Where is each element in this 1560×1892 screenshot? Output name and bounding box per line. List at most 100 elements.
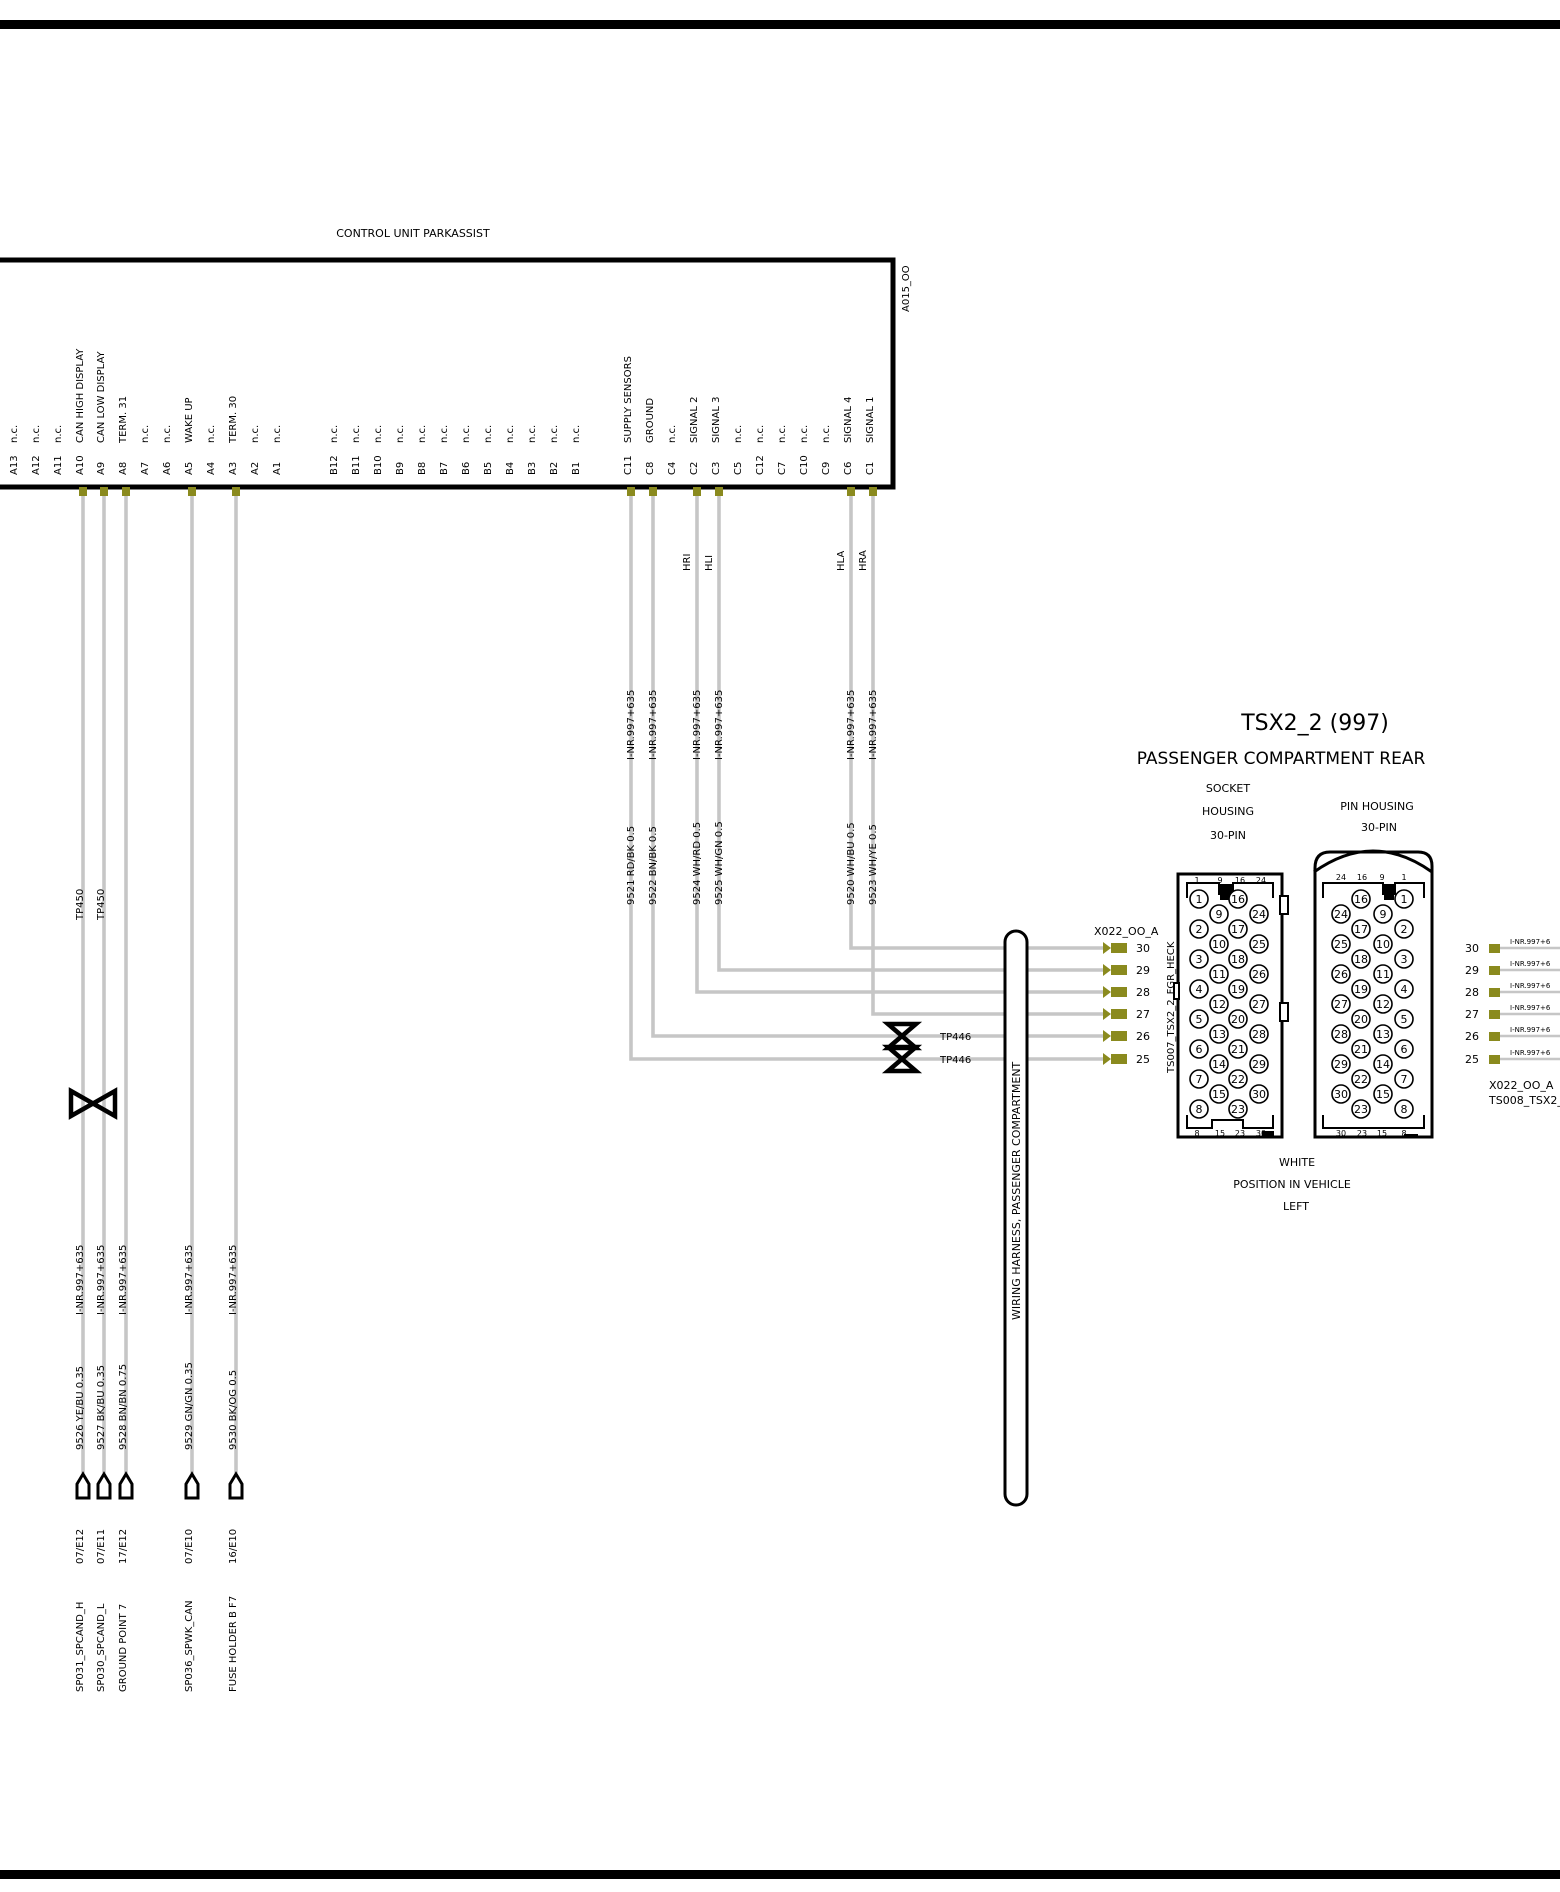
wire-spec: 9528 BN/BN 0.75: [118, 1364, 129, 1450]
wire-terminal-icon: [96, 1471, 112, 1500]
contact-circle: [1351, 1069, 1371, 1089]
connector-c-pin-label-C5: n.c.: [733, 425, 744, 443]
top-frame-bar: [0, 20, 1560, 29]
wire-i-nr: I-NR.997+635: [868, 690, 879, 760]
contact-number: 28: [1334, 1028, 1348, 1041]
contact-number: 19: [1354, 983, 1368, 996]
pin-corner-number-top: 9: [1379, 873, 1384, 882]
contact-circle: [1209, 994, 1229, 1014]
contact-circle: [1209, 934, 1229, 954]
socket-corner-number-bottom: 30: [1256, 1129, 1266, 1138]
contact-number: 22: [1231, 1073, 1245, 1086]
connector-b-pin-id-B10: B10: [373, 455, 384, 475]
contact-circle: [1373, 1024, 1393, 1044]
pin-housing: 2425262728293016171819202122239101112131…: [1313, 849, 1434, 1139]
connector-terminal-left-body: [1111, 1031, 1127, 1041]
connector-terminal-right: [1489, 988, 1500, 997]
wire-spec: 9520 WH/BU 0.5: [846, 822, 857, 905]
contact-number: 3: [1196, 953, 1203, 966]
contact-circle: [1249, 904, 1269, 924]
contact-circle: [1249, 1024, 1269, 1044]
wire-i-nr: I-NR.997+635: [846, 690, 857, 760]
connector-a-pin-label-A2: n.c.: [250, 425, 261, 443]
contact-number: 22: [1354, 1073, 1368, 1086]
contact-number: 17: [1231, 923, 1245, 936]
contact-circle: [1209, 964, 1229, 984]
contact-number: 26: [1252, 968, 1266, 981]
connector-c-pin-id-C5: C5: [733, 462, 744, 475]
connector-pin-number-right: 26: [1465, 1030, 1479, 1043]
connector-b-pin-id-B2: B2: [549, 462, 560, 475]
wire-i-nr: I-NR.997+635: [648, 690, 659, 760]
contact-circle: [1394, 949, 1414, 969]
contact-number: 23: [1354, 1103, 1368, 1116]
contact-number: 18: [1354, 953, 1368, 966]
wire-signal-label: HRI: [682, 554, 693, 571]
connector-a-pin-label-A10: CAN HIGH DISPLAY: [75, 348, 86, 443]
connector-a-pin-id-A5: A5: [184, 462, 195, 475]
pin-housing-label-2: 30-PIN: [1361, 821, 1397, 834]
connector-b-pin-id-B1: B1: [571, 462, 582, 475]
connector-a-pin-label-A5: WAKE UP: [184, 397, 195, 443]
wire-i-nr: I-NR.997+635: [75, 1245, 86, 1315]
pin-corner-number-top: 16: [1357, 873, 1367, 882]
contact-number: 13: [1212, 1028, 1226, 1041]
contact-circle: [1373, 1054, 1393, 1074]
pin-housing-label-1: PIN HOUSING: [1340, 800, 1414, 813]
pin-pad: [79, 487, 87, 496]
connector-a-pin-label-A6: n.c.: [162, 425, 173, 443]
wire-page-ref: 17/E12: [118, 1529, 129, 1564]
connector-a-pin-label-A12: n.c.: [31, 425, 42, 443]
contact-number: 4: [1401, 983, 1408, 996]
contact-circle: [1331, 964, 1351, 984]
connector-a-pin-label-A1: n.c.: [272, 425, 283, 443]
contact-number: 25: [1334, 938, 1348, 951]
contact-number: 15: [1376, 1088, 1390, 1101]
connector-c-pin-label-C10: n.c.: [799, 425, 810, 443]
contact-number: 9: [1216, 908, 1223, 921]
connector-terminal-left: [1103, 1053, 1111, 1065]
connector-terminal-left-body: [1111, 987, 1127, 997]
connector-b-pin-id-B5: B5: [483, 462, 494, 475]
connector-a-pin-id-A4: A4: [206, 462, 217, 475]
connector-a-pin-id-A1: A1: [272, 462, 283, 475]
contact-number: 13: [1376, 1028, 1390, 1041]
wiring-harness-outline: [1003, 929, 1029, 1507]
connector-c-pin-id-C12: C12: [755, 455, 766, 475]
wire-destination: GROUND POINT 7: [118, 1604, 129, 1692]
contact-number: 20: [1354, 1013, 1368, 1026]
contact-circle: [1209, 1084, 1229, 1104]
contact-circle: [1331, 1054, 1351, 1074]
connector-a-pin-id-A3: A3: [228, 462, 239, 475]
contact-circle: [1331, 934, 1351, 954]
contact-number: 30: [1334, 1088, 1348, 1101]
contact-circle: [1394, 1069, 1414, 1089]
contact-number: 16: [1354, 893, 1368, 906]
connector-terminal-left-body: [1111, 1054, 1127, 1064]
contact-number: 1: [1401, 893, 1408, 906]
connector-c-pin-id-C8: C8: [645, 462, 656, 475]
connector-a-pin-label-A3: TERM. 30: [228, 396, 239, 444]
wire-i-nr: I-NR.997+6: [1510, 1004, 1551, 1012]
wire-i-nr: I-NR.997+635: [626, 690, 637, 760]
contact-number: 28: [1252, 1028, 1266, 1041]
contact-circle: [1228, 949, 1248, 969]
contact-number: 5: [1196, 1013, 1203, 1026]
connector-b-pin-id-B11: B11: [351, 455, 362, 475]
contact-number: 8: [1401, 1103, 1408, 1116]
connector-b-pin-label-B7: n.c.: [439, 425, 450, 443]
wire-spec: 9527 BK/BU 0.35: [96, 1365, 107, 1450]
socket-housing-label-2: HOUSING: [1202, 805, 1254, 818]
connector-a-pin-id-A2: A2: [250, 462, 261, 475]
contact-number: 10: [1212, 938, 1226, 951]
contact-circle: [1249, 994, 1269, 1014]
contact-circle: [1189, 979, 1209, 999]
wire-i-nr: I-NR.997+6: [1510, 1049, 1551, 1057]
contact-number: 20: [1231, 1013, 1245, 1026]
contact-number: 14: [1376, 1058, 1390, 1071]
pin-pad: [693, 487, 701, 496]
connector-terminal-right: [1489, 1055, 1500, 1064]
contact-number: 1: [1196, 893, 1203, 906]
